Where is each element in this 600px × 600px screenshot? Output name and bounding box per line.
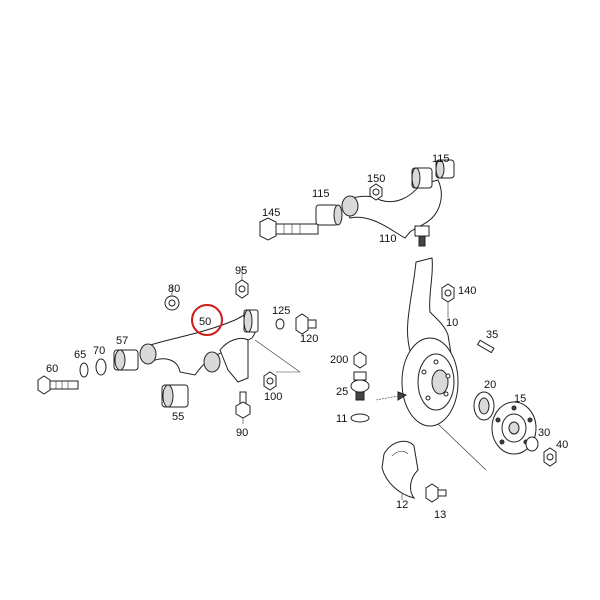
- ball-joint-25: [350, 371, 370, 401]
- callout-110: 110: [379, 233, 397, 245]
- callout-60: 60: [46, 363, 58, 375]
- nut-100: [263, 371, 277, 391]
- callout-140: 140: [458, 285, 476, 297]
- callout-145: 145: [262, 207, 280, 219]
- callout-115-left: 115: [312, 188, 330, 200]
- callout-90: 90: [236, 427, 248, 439]
- brake-disc-10: [401, 337, 459, 427]
- assembly-arrow: [375, 395, 399, 401]
- bolt-145: [259, 217, 319, 241]
- washer-125: [275, 318, 285, 330]
- callout-95: 95: [235, 265, 247, 277]
- circlip-30: [525, 436, 539, 452]
- washer-80: [164, 295, 180, 311]
- bushing-115-right: [411, 159, 455, 189]
- nut-40: [543, 447, 557, 467]
- bolt-60: [37, 375, 79, 395]
- callout-150: 150: [367, 173, 385, 185]
- washer-65: [79, 362, 89, 378]
- callout-15: 15: [514, 393, 526, 405]
- bushing-57: [113, 349, 139, 371]
- bolt-13: [425, 483, 447, 503]
- callout-13: 13: [434, 509, 446, 521]
- nut-140: [441, 283, 455, 303]
- callout-10: 10: [446, 317, 458, 329]
- callout-50-highlight-ring: [191, 304, 223, 336]
- lower-control-arm-group: 95 80 50 125 120 57 60 65 70 55 100 90: [37, 265, 318, 439]
- bolt-90: [235, 391, 251, 419]
- knuckle-hub-group: 140 10 35 200 25 11 20 15 30 40 12 13: [330, 257, 568, 521]
- dust-shield-12: [381, 440, 419, 499]
- bushing-50: [243, 309, 259, 333]
- nut-200: [353, 351, 367, 369]
- hub-15: [491, 401, 537, 455]
- callout-25: 25: [336, 386, 348, 398]
- callout-40: 40: [556, 439, 568, 451]
- callout-80: 80: [168, 283, 180, 295]
- callout-70: 70: [93, 345, 105, 357]
- pin-35: [476, 339, 495, 354]
- callout-20: 20: [484, 379, 496, 391]
- callout-100: 100: [264, 391, 282, 403]
- washer-70: [95, 358, 107, 376]
- nut-150: [369, 183, 383, 201]
- bolt-120: [295, 313, 317, 335]
- callout-65: 65: [74, 349, 86, 361]
- nut-95: [235, 279, 249, 299]
- bearing-20: [473, 391, 495, 421]
- callout-12: 12: [396, 499, 408, 511]
- callout-50: 50: [199, 316, 211, 328]
- callout-125: 125: [272, 305, 290, 317]
- ring-11: [350, 413, 370, 423]
- bushing-115-left: [315, 204, 343, 226]
- callout-57: 57: [116, 335, 128, 347]
- callout-30: 30: [538, 427, 550, 439]
- callout-11: 11: [336, 413, 347, 425]
- upper-ball-joint: [414, 225, 430, 247]
- callout-55: 55: [172, 411, 184, 423]
- bushing-55: [161, 384, 189, 408]
- callout-120: 120: [300, 333, 318, 345]
- upper-control-arm-group: 115 150 115 145 110: [259, 153, 455, 247]
- callout-115-top: 115: [432, 153, 450, 165]
- callout-35: 35: [486, 329, 498, 341]
- upper-arm: [344, 179, 442, 239]
- callout-200: 200: [330, 354, 348, 366]
